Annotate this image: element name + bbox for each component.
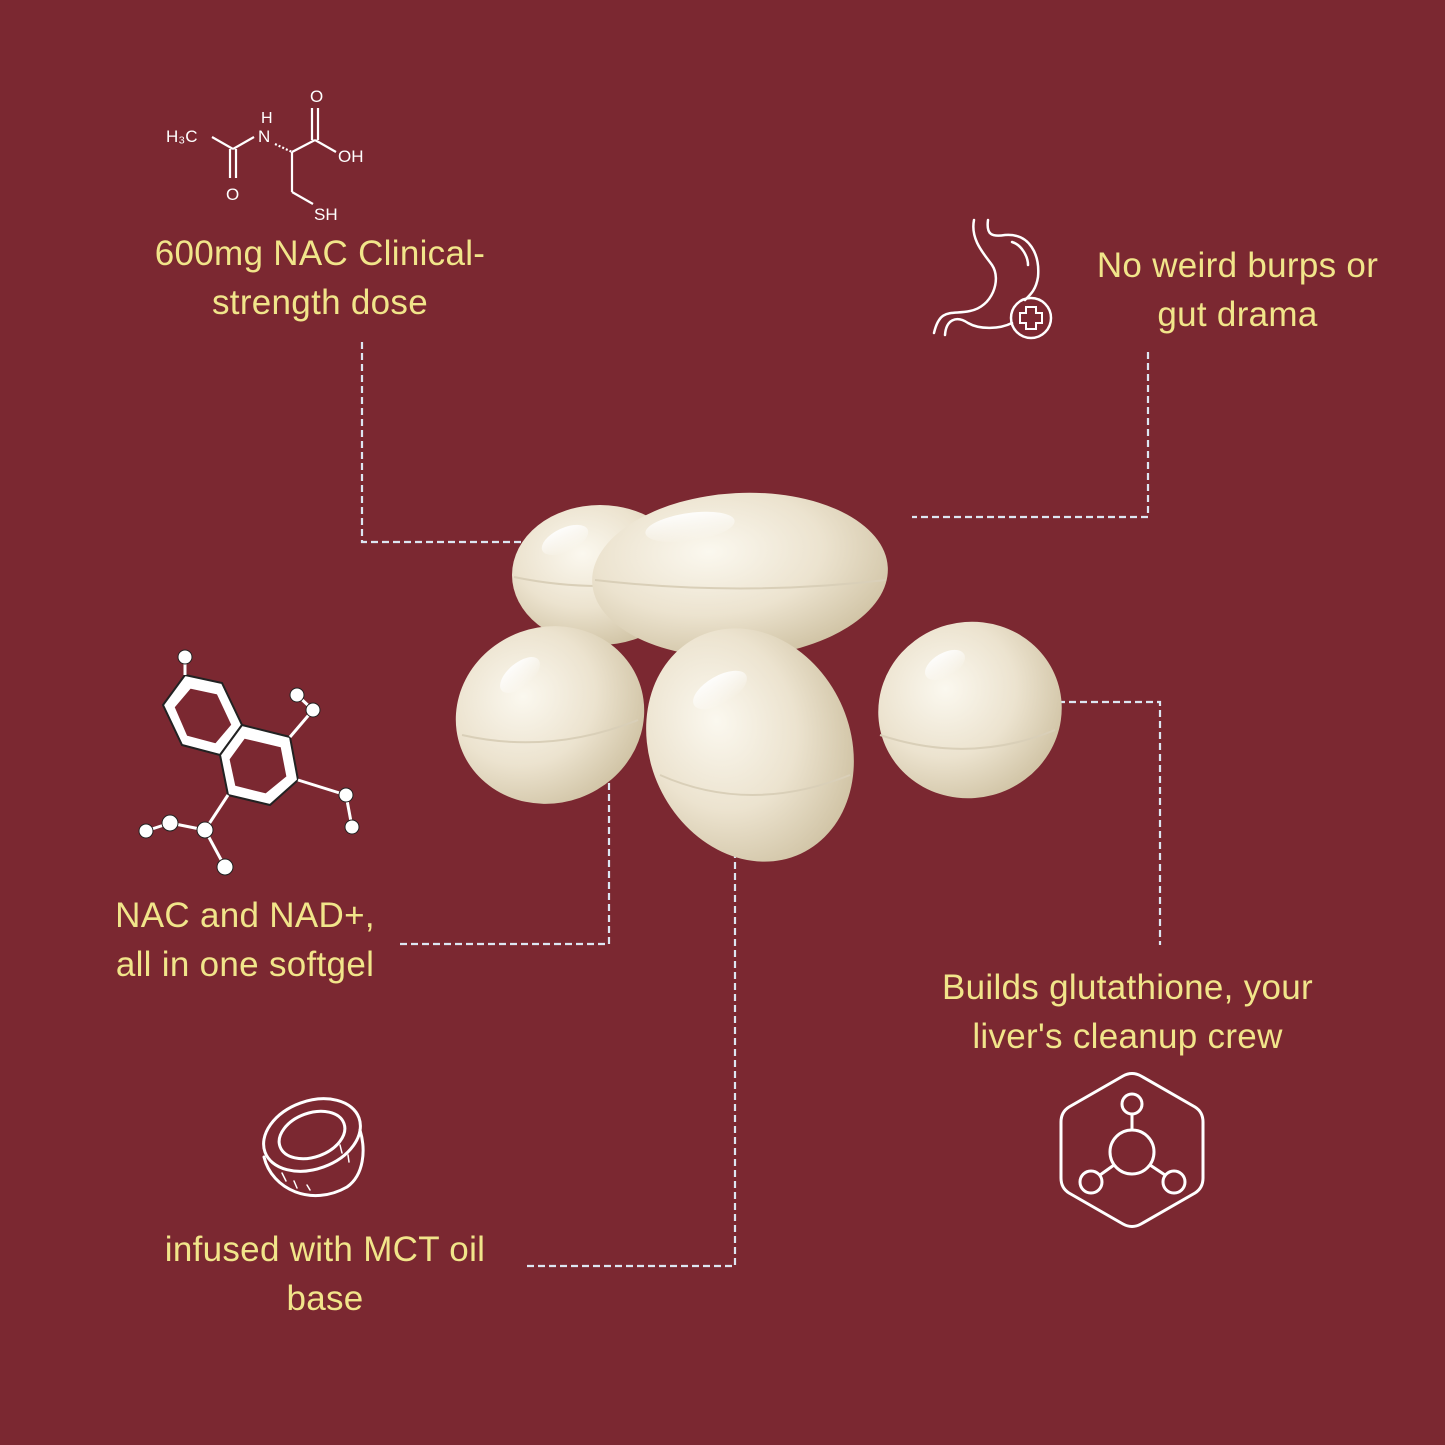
molecule-ball-stick-icon — [130, 645, 370, 880]
svg-text:H: H — [261, 110, 273, 127]
coconut-icon — [252, 1095, 372, 1205]
capsule — [878, 621, 1062, 799]
hexagon-molecule-icon — [1053, 1070, 1211, 1230]
stomach-plus-icon — [930, 215, 1060, 340]
svg-text:SH: SH — [314, 205, 338, 224]
feature-line: base — [286, 1279, 364, 1318]
connector-nad — [400, 770, 611, 946]
feature-line: liver's cleanup crew — [972, 1017, 1283, 1056]
feature-line: 600mg NAC Clinical- — [154, 234, 486, 273]
feature-line: strength dose — [212, 283, 428, 322]
svg-text:O: O — [310, 87, 323, 106]
svg-text:H₃C: H₃C — [166, 127, 197, 146]
feature-nac-nad-text: NAC and NAD+, all in one softgel — [85, 891, 405, 989]
feature-line: Builds glutathione, your — [941, 968, 1314, 1007]
svg-text:O: O — [226, 185, 239, 204]
feature-gut-text: No weird burps or gut drama — [1060, 241, 1415, 339]
feature-line: gut drama — [1157, 295, 1318, 334]
feature-line: NAC and NAD+, — [115, 896, 375, 935]
capsule — [455, 626, 645, 804]
feature-line: all in one softgel — [115, 945, 375, 984]
connector-glutathione — [1058, 700, 1162, 945]
svg-text:OH: OH — [338, 147, 364, 166]
softgel-capsules-image — [450, 485, 1070, 880]
feature-glutathione-text: Builds glutathione, your liver's cleanup… — [895, 963, 1360, 1061]
connector-mct — [527, 828, 737, 1268]
feature-line: infused with MCT oil — [164, 1230, 486, 1269]
connector-gut — [912, 352, 1150, 519]
capsule — [592, 492, 888, 658]
feature-mct-text: infused with MCT oil base — [130, 1225, 520, 1323]
connector-dose — [360, 342, 528, 544]
svg-text:N: N — [258, 127, 270, 146]
feature-line: No weird burps or — [1096, 246, 1379, 285]
feature-nac-dose-text: 600mg NAC Clinical- strength dose — [120, 229, 520, 327]
nac-molecule-structure-icon: H₃C O H N O OH SH — [160, 80, 410, 230]
capsule — [646, 628, 854, 862]
